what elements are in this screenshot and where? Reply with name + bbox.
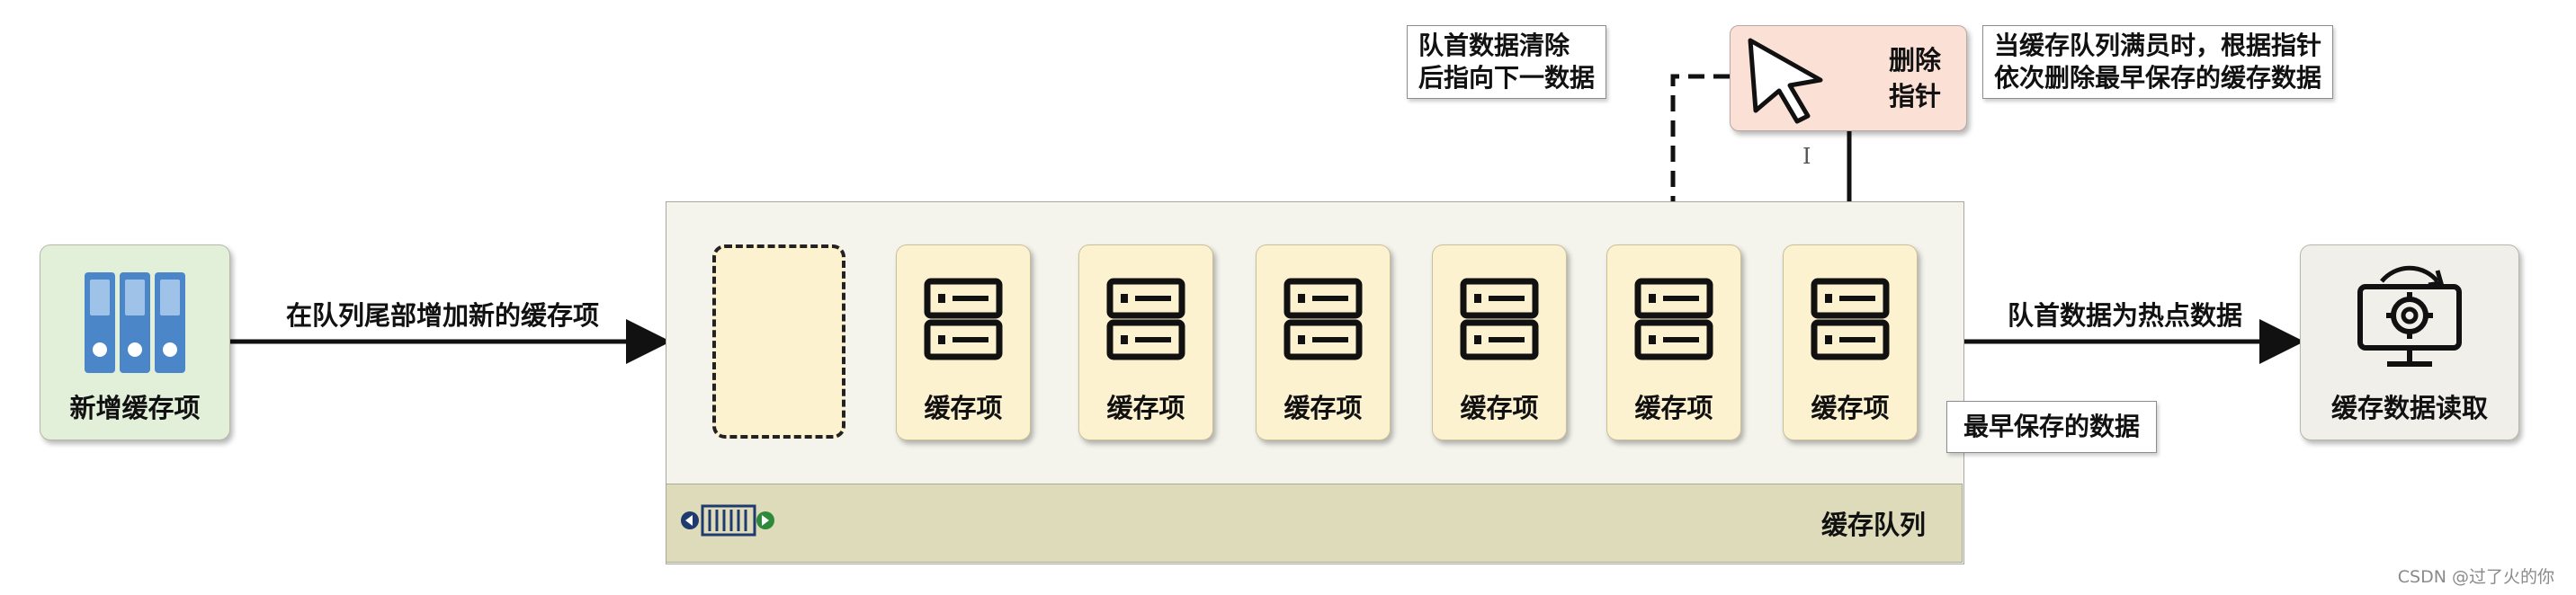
cache-queue-bar: 缓存队列 xyxy=(666,484,1963,563)
watermark: CSDN @过了火的你 xyxy=(2397,567,2554,587)
binder-folders-icon xyxy=(85,272,185,373)
callout-queue-full-line1: 当缓存队列满员时，根据指针 xyxy=(1994,31,2322,60)
server-icon xyxy=(1634,278,1713,360)
callout-head-clear: 队首数据清除 后指向下一数据 xyxy=(1407,25,1607,99)
cache-read-label: 缓存数据读取 xyxy=(2330,393,2488,423)
callout-head-clear-line2: 后指向下一数据 xyxy=(1418,63,1596,93)
server-icon xyxy=(1284,278,1363,360)
cache-item-label: 缓存项 xyxy=(1811,393,1890,423)
cache-item: 缓存项 xyxy=(1256,244,1391,440)
server-icon xyxy=(924,278,1003,360)
delete-pointer-line1: 删除 xyxy=(1888,45,1941,75)
delete-pointer-box: 删除 指针 xyxy=(1730,25,1967,131)
server-icon xyxy=(1106,278,1185,360)
cache-item-oldest: 缓存项 xyxy=(1783,244,1918,440)
callout-oldest-data: 最早保存的数据 xyxy=(1946,401,2158,453)
new-cache-item-card: 新增缓存项 xyxy=(40,244,230,440)
server-icon xyxy=(1460,278,1539,360)
enqueue-arrow-label: 在队列尾部增加新的缓存项 xyxy=(286,300,600,331)
cache-read-card: 缓存数据读取 xyxy=(2300,244,2519,440)
hot-data-arrow-label: 队首数据为热点数据 xyxy=(2008,300,2243,331)
new-cache-item-label: 新增缓存项 xyxy=(69,393,201,423)
cache-item: 缓存项 xyxy=(1078,244,1213,440)
delete-pointer-label: 删除 指针 xyxy=(1889,42,1941,114)
callout-queue-full-line2: 依次删除最早保存的缓存数据 xyxy=(1994,63,2322,93)
callout-oldest-data-text: 最早保存的数据 xyxy=(1963,412,2141,441)
cache-item-label: 缓存项 xyxy=(1634,393,1713,423)
queue-icon xyxy=(681,504,774,537)
cache-item-label: 缓存项 xyxy=(1106,393,1185,423)
cache-item-label: 缓存项 xyxy=(1284,393,1363,423)
cache-item: 缓存项 xyxy=(896,244,1031,440)
cache-item: 缓存项 xyxy=(1432,244,1567,440)
text-cursor-mark: I xyxy=(1802,144,1811,169)
cursor-arrow-icon xyxy=(1748,38,1823,124)
dashed-pointer-path xyxy=(1650,74,1730,247)
cache-item-label: 缓存项 xyxy=(1460,393,1539,423)
callout-queue-full: 当缓存队列满员时，根据指针 依次删除最早保存的缓存数据 xyxy=(1982,25,2334,99)
callout-head-clear-line1: 队首数据清除 xyxy=(1418,31,1570,60)
delete-pointer-line2: 指针 xyxy=(1888,81,1941,111)
server-icon xyxy=(1811,278,1890,360)
empty-queue-slot xyxy=(712,244,845,439)
cache-queue-label: 缓存队列 xyxy=(1820,510,1926,540)
cache-item: 缓存项 xyxy=(1606,244,1741,440)
monitor-gear-icon xyxy=(2357,265,2462,367)
cache-item-label: 缓存项 xyxy=(924,393,1003,423)
